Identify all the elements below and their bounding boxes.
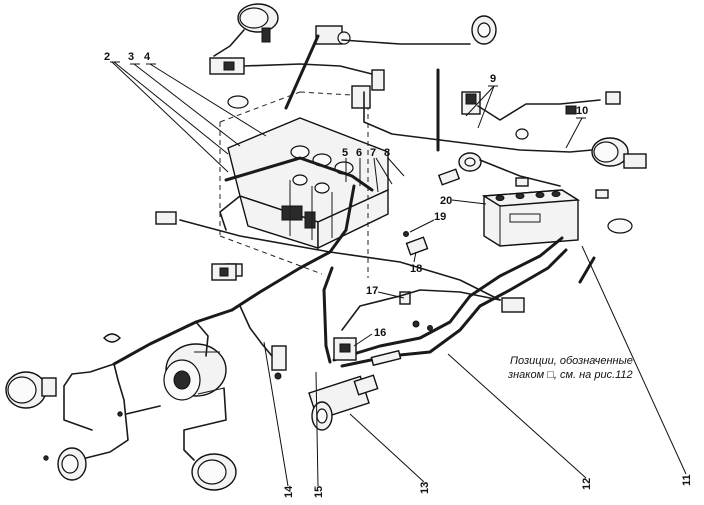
generator <box>163 343 227 401</box>
main-harness <box>112 156 374 366</box>
callout-20: 20 <box>440 195 452 207</box>
note-line-1: Позиции, обозначенные <box>510 355 633 367</box>
callout-6: 6 <box>356 147 362 159</box>
ground-strap <box>578 256 596 284</box>
starter-cable <box>332 236 564 362</box>
small-disc-center <box>515 128 529 140</box>
callout-17: 17 <box>366 285 378 297</box>
note-line-2: знаком □, см. на рис.112 <box>507 369 633 381</box>
starter-relay <box>333 337 357 361</box>
junction-17 <box>399 291 411 305</box>
callout-5: 5 <box>342 147 348 159</box>
small-lens-left <box>227 95 249 109</box>
position-note: Позиции, обозначенные знаком □, см. на р… <box>507 355 633 381</box>
callout-4: 4 <box>144 51 151 63</box>
relay-block-top <box>209 57 245 75</box>
clamp-left <box>103 333 121 343</box>
plate-16 <box>370 349 402 367</box>
battery <box>481 189 581 247</box>
callout-7: 7 <box>370 147 376 159</box>
terminal-19 <box>403 231 409 237</box>
callout-10: 10 <box>576 105 588 117</box>
bottom-lamp <box>191 453 237 491</box>
starter <box>308 374 379 431</box>
left-headlamp <box>5 371 57 409</box>
callout-12: 12 <box>581 478 593 490</box>
callout-11: 11 <box>681 474 693 486</box>
callout-2: 2 <box>104 51 110 63</box>
central-switch <box>458 152 482 172</box>
callout-13: 13 <box>419 482 431 494</box>
top-sound-signal <box>471 15 497 45</box>
callout-16: 16 <box>374 327 386 339</box>
voltage-regulator <box>461 91 481 115</box>
callout-9: 9 <box>490 73 496 85</box>
fuse-block-top <box>351 69 385 109</box>
callout-8: 8 <box>384 147 390 159</box>
callout-15: 15 <box>313 486 325 498</box>
right-headlamp <box>591 137 647 169</box>
switch-right <box>565 91 621 115</box>
top-windshield-wiper <box>284 25 351 110</box>
oval-ring <box>607 218 633 234</box>
callout-3: 3 <box>128 51 134 63</box>
small-connector <box>515 177 609 199</box>
left-box-connector <box>211 263 237 281</box>
callout-labels: 2 3 4 5 6 7 8 9 10 11 12 13 14 15 16 17 … <box>104 51 693 498</box>
instrument-panel <box>227 117 389 250</box>
connector-pad <box>437 168 461 186</box>
fuse-18 <box>405 236 429 256</box>
sender-right <box>501 297 525 313</box>
leader-lines <box>110 61 687 487</box>
callout-19: 19 <box>434 211 446 223</box>
callout-18: 18 <box>410 263 422 275</box>
bracket-14 <box>271 345 287 380</box>
connector-bolt <box>412 320 433 331</box>
signal-horn-left <box>57 447 87 481</box>
callout-14: 14 <box>283 485 295 498</box>
top-headlamp <box>237 3 279 43</box>
